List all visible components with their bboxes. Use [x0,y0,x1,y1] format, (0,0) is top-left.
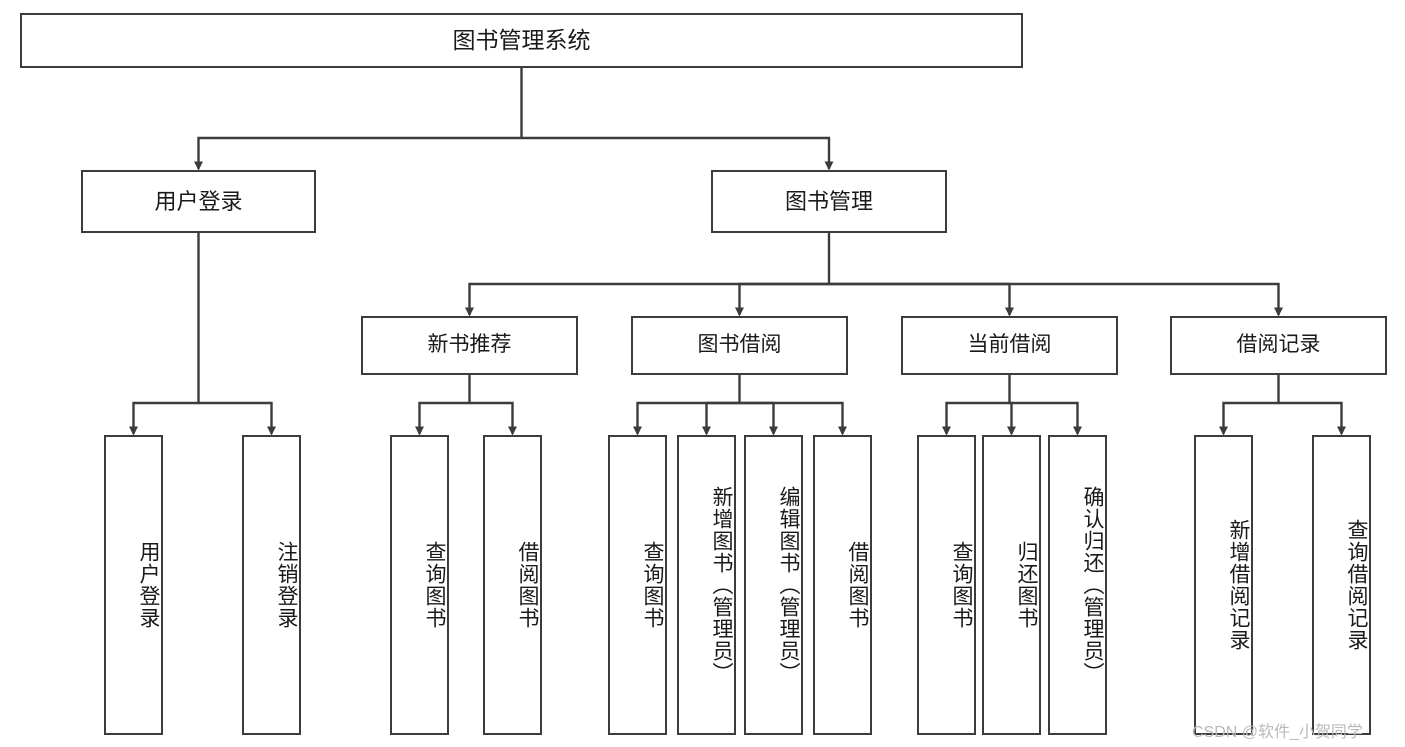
node-bookmgmt[interactable]: 图书管理 [711,170,947,233]
node-label: 新增借阅记录 [1227,519,1250,651]
connector [942,401,1010,436]
node-leaf-rec-2[interactable]: 查询借阅记录 [1312,435,1371,735]
node-label: 图书管理 [784,188,873,214]
node-root[interactable]: 图书管理系统 [20,13,1023,68]
node-leaf-rec-1[interactable]: 新增借阅记录 [1194,435,1253,735]
node-label: 新书推荐 [427,333,512,357]
node-label: 图书借阅 [697,333,782,357]
connector [465,282,829,317]
node-leaf-cur-3[interactable]: 确认归还（管理员） [1048,435,1107,735]
node-records[interactable]: 借阅记录 [1170,316,1387,375]
connector [415,401,470,436]
node-leaf-cur-2[interactable]: 归还图书 [982,435,1041,735]
node-newbook[interactable]: 新书推荐 [361,316,578,375]
node-label: 归还图书 [1015,541,1038,629]
node-login[interactable]: 用户登录 [81,170,316,233]
node-leaf-login-2[interactable]: 注销登录 [242,435,301,735]
connector [829,282,1283,317]
node-leaf-borrow-1[interactable]: 查询图书 [608,435,667,735]
connector [735,282,829,317]
node-label: 借阅图书 [516,541,539,629]
connector [702,401,740,436]
node-current[interactable]: 当前借阅 [901,316,1118,375]
connector [194,136,522,171]
connector [469,401,517,436]
node-label: 图书管理系统 [452,27,591,54]
node-leaf-borrow-2[interactable]: 新增图书（管理员） [677,435,736,735]
node-label: 借阅记录 [1236,333,1321,357]
node-label: 当前借阅 [967,333,1052,357]
node-label: 查询图书 [950,541,973,629]
node-leaf-new-1[interactable]: 查询图书 [390,435,449,735]
node-borrow[interactable]: 图书借阅 [631,316,848,375]
node-label: 编辑图书（管理员） [777,486,800,684]
node-label: 用户登录 [137,541,160,629]
connector [739,401,847,436]
node-leaf-login-1[interactable]: 用户登录 [104,435,163,735]
connector [739,401,778,436]
connector [198,401,276,436]
connector [633,401,740,436]
node-label: 注销登录 [275,541,298,629]
node-label: 查询图书 [641,541,664,629]
node-label: 确认归还（管理员） [1081,486,1104,684]
node-label: 借阅图书 [846,541,869,629]
node-label: 查询图书 [423,541,446,629]
connector [1219,401,1279,436]
node-leaf-borrow-4[interactable]: 借阅图书 [813,435,872,735]
node-label: 用户登录 [154,188,243,214]
node-label: 查询借阅记录 [1345,519,1368,651]
connector [129,401,199,436]
connector [1009,401,1082,436]
node-leaf-borrow-3[interactable]: 编辑图书（管理员） [744,435,803,735]
node-leaf-new-2[interactable]: 借阅图书 [483,435,542,735]
connector [829,282,1014,317]
node-label: 新增图书（管理员） [710,486,733,684]
connector [1007,401,1016,436]
connector [1278,401,1346,436]
connector [521,136,834,171]
node-leaf-cur-1[interactable]: 查询图书 [917,435,976,735]
